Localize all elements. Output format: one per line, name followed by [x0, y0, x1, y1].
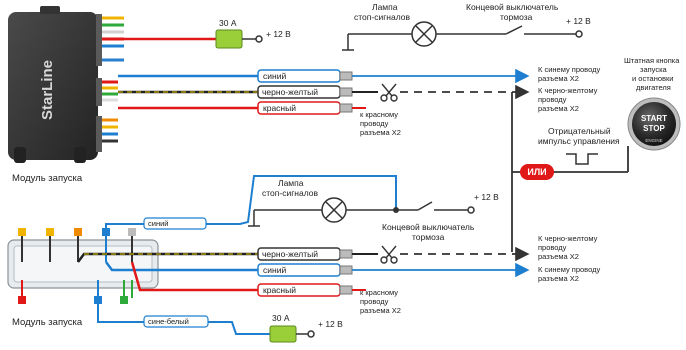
top-switch-label-1: Концевой выключатель: [466, 2, 559, 12]
engine-title-4: двигателя: [636, 83, 671, 92]
bottom-lamp-icon: [321, 197, 347, 223]
top-black-yellow-wire: [118, 84, 530, 100]
top-blue-dest-2: разъема X2: [538, 74, 579, 83]
top-starline-module: StarLine: [8, 6, 102, 163]
bottom-module: [7, 239, 159, 289]
bottom-switch-label-1: Концевой выключатель: [382, 222, 475, 232]
top-scissors-icon: [380, 83, 398, 102]
top-brake-supply: + 12 В: [566, 16, 591, 26]
bottom-red-note-3: разъема X2: [360, 306, 401, 315]
bottom-red-wire: [130, 261, 366, 297]
top-brake-circuit: [342, 25, 583, 51]
bottom-by-dest-1: К черно-желтому: [538, 234, 598, 243]
top-by-dest-3: разъема X2: [538, 104, 579, 113]
start-stop-button: START STOP ENGINE: [627, 97, 681, 151]
bottom-red-note-2: проводу: [360, 297, 389, 306]
bottom-lamp-label-1: Лампа: [278, 178, 304, 188]
bottom-blue-white-label: сине-белый: [148, 317, 189, 326]
top-switch-label-2: тормоза: [500, 12, 533, 22]
or-label: ИЛИ: [527, 167, 546, 177]
top-fuse-supply: + 12 В: [266, 29, 291, 39]
top-fuse: [124, 29, 263, 49]
top-fuse-rating: 30 А: [219, 18, 237, 28]
top-module-stubs: [102, 16, 124, 143]
top-lamp-icon: [411, 21, 437, 47]
top-blue-wire-label: синий: [263, 71, 286, 81]
top-by-dest-1: К черно-желтому: [538, 86, 598, 95]
bottom-brake-supply: + 12 В: [474, 192, 499, 202]
bottom-module-bottom-wires: [18, 280, 133, 304]
engine-title-3: и остановки: [632, 74, 673, 83]
top-red-wire-label: красный: [263, 103, 296, 113]
bottom-blue-dest-2: разъема X2: [538, 274, 579, 283]
bottom-blue-white-wire: [97, 304, 315, 343]
pulse-label-2: импульс управления: [538, 136, 620, 146]
bottom-scissors-icon: [380, 245, 398, 264]
bottom-black-yellow-wire: [77, 246, 530, 263]
bottom-red-note-1: к красному: [360, 288, 398, 297]
top-black-yellow-label: черно-желтый: [262, 87, 318, 97]
top-red-note-3: разъема X2: [360, 128, 401, 137]
bottom-blue-wire: [105, 261, 530, 278]
bottom-blue-thin-label: синий: [148, 219, 168, 228]
bottom-fuse-supply: + 12 В: [318, 319, 343, 329]
bottom-brake-circuit: [248, 201, 475, 227]
bottom-blue-wire-label: синий: [263, 265, 286, 275]
or-badge: ИЛИ: [520, 164, 554, 180]
starline-logo: StarLine: [39, 60, 56, 120]
top-blue-dest-1: К синему проводу: [538, 65, 600, 74]
bottom-by-dest-2: проводу: [538, 243, 567, 252]
top-red-note-1: к красному: [360, 110, 398, 119]
top-module-caption: Модуль запуска: [12, 173, 83, 184]
bottom-junction-dot: [393, 207, 399, 213]
top-by-dest-2: проводу: [538, 95, 567, 104]
bottom-black-yellow-label: черно-желтый: [262, 249, 318, 259]
top-blue-wire: [118, 68, 530, 84]
control-bus: [511, 92, 629, 252]
engine-title-2: запуска: [640, 65, 668, 74]
pulse-icon: [566, 153, 598, 165]
engine-ring-text: ENGINE: [645, 138, 662, 143]
top-red-note-2: проводу: [360, 119, 389, 128]
bottom-module-caption: Модуль запуска: [12, 317, 83, 328]
bottom-switch-label-2: тормоза: [412, 232, 445, 242]
bottom-blue-dest-1: К синему проводу: [538, 265, 600, 274]
pulse-label-1: Отрицательный: [548, 126, 611, 136]
top-lamp-label-2: стоп-сигналов: [354, 12, 411, 22]
bottom-blue-thin-wire: [105, 175, 397, 232]
engine-face-stop: STOP: [643, 124, 665, 133]
engine-title-1: Штатная кнопка: [624, 56, 680, 65]
bottom-lamp-label-2: стоп-сигналов: [262, 188, 319, 198]
bottom-module-top-wires: [18, 228, 136, 262]
top-lamp-label-1: Лампа: [372, 2, 398, 12]
bottom-red-wire-label: красный: [263, 285, 296, 295]
bottom-by-dest-3: разъема X2: [538, 252, 579, 261]
engine-face-start: START: [641, 114, 667, 123]
bottom-fuse-rating: 30 А: [272, 313, 290, 323]
top-red-wire: [118, 101, 366, 115]
